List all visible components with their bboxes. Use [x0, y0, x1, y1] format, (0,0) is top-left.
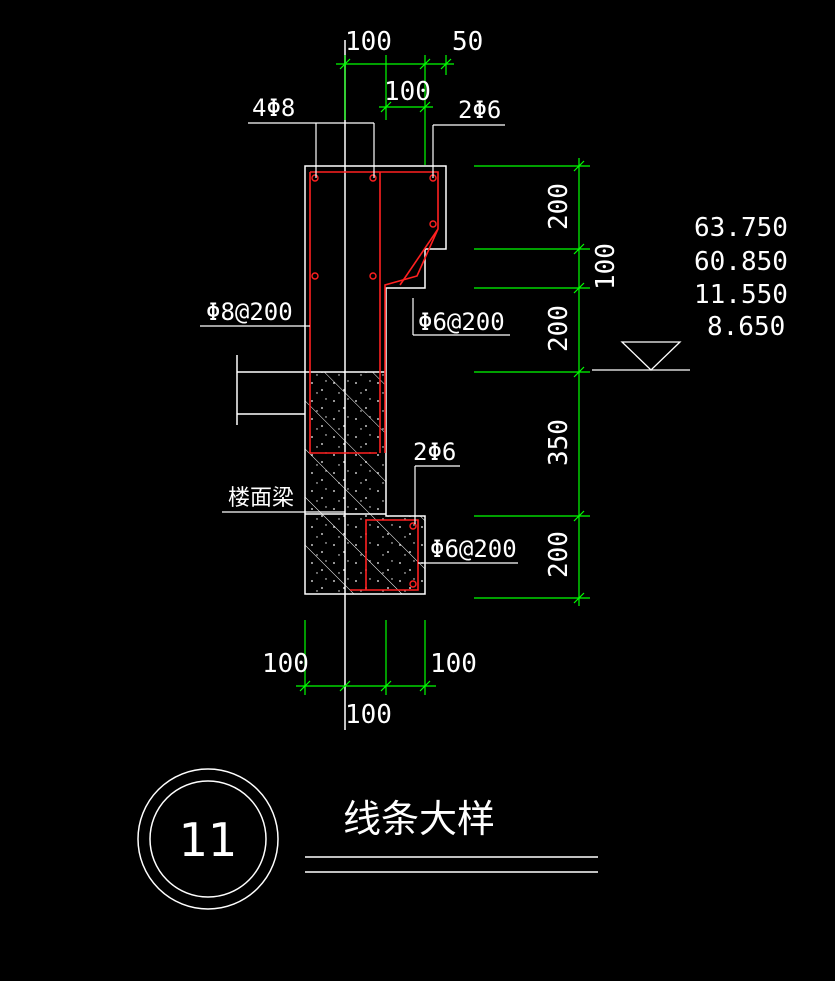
section-outline	[236, 40, 447, 730]
rebar-lower	[350, 519, 419, 591]
top-dimension-texts: 100 50 100	[345, 27, 483, 107]
elevation-marker	[592, 341, 690, 371]
label-2phi6-lower: 2Φ6	[413, 438, 456, 466]
elevation-4: 8.650	[707, 312, 785, 342]
dim-right-step: 100	[591, 243, 621, 290]
dim-bottom-middle: 100	[345, 700, 392, 730]
elevation-3: 11.550	[694, 280, 788, 310]
dim-top-left: 100	[345, 27, 392, 57]
elevation-1: 63.750	[694, 213, 788, 243]
detail-callout	[137, 768, 598, 910]
elevation-2: 60.850	[694, 247, 788, 277]
dimension-lines	[296, 55, 590, 695]
dim-bottom-right: 100	[430, 649, 477, 679]
label-phi6-200-lower: Φ6@200	[430, 535, 517, 563]
dim-right-lower: 350	[544, 419, 574, 466]
detail-number: 11	[179, 813, 238, 867]
dim-right-top: 200	[544, 183, 574, 230]
bottom-dimension-texts: 100 100 100	[262, 649, 477, 730]
dim-top-right: 50	[452, 27, 483, 57]
label-beam: 楼面梁	[228, 486, 294, 511]
elevation-texts: 63.750 60.850 11.550 8.650	[694, 213, 788, 342]
rebar-upper	[309, 171, 439, 454]
dim-right-middle: 200	[544, 305, 574, 352]
label-phi6-200-upper: Φ6@200	[418, 308, 505, 336]
dim-top-middle: 100	[384, 77, 431, 107]
leader-lines	[200, 122, 518, 564]
label-2phi6-top: 2Φ6	[458, 96, 501, 124]
label-4phi8: 4Φ8	[252, 94, 295, 122]
dim-right-bottom: 200	[544, 531, 574, 578]
floor-beam-section	[305, 372, 425, 594]
right-dimension-texts: 200 100 200 350 200	[544, 183, 621, 578]
dim-bottom-left: 100	[262, 649, 309, 679]
label-phi8-200: Φ8@200	[206, 298, 293, 326]
rebar-label-texts: 4Φ8 2Φ6 Φ8@200 Φ6@200 楼面梁 2Φ6 Φ6@200	[206, 94, 517, 563]
drawing-title: 线条大样	[343, 797, 495, 841]
